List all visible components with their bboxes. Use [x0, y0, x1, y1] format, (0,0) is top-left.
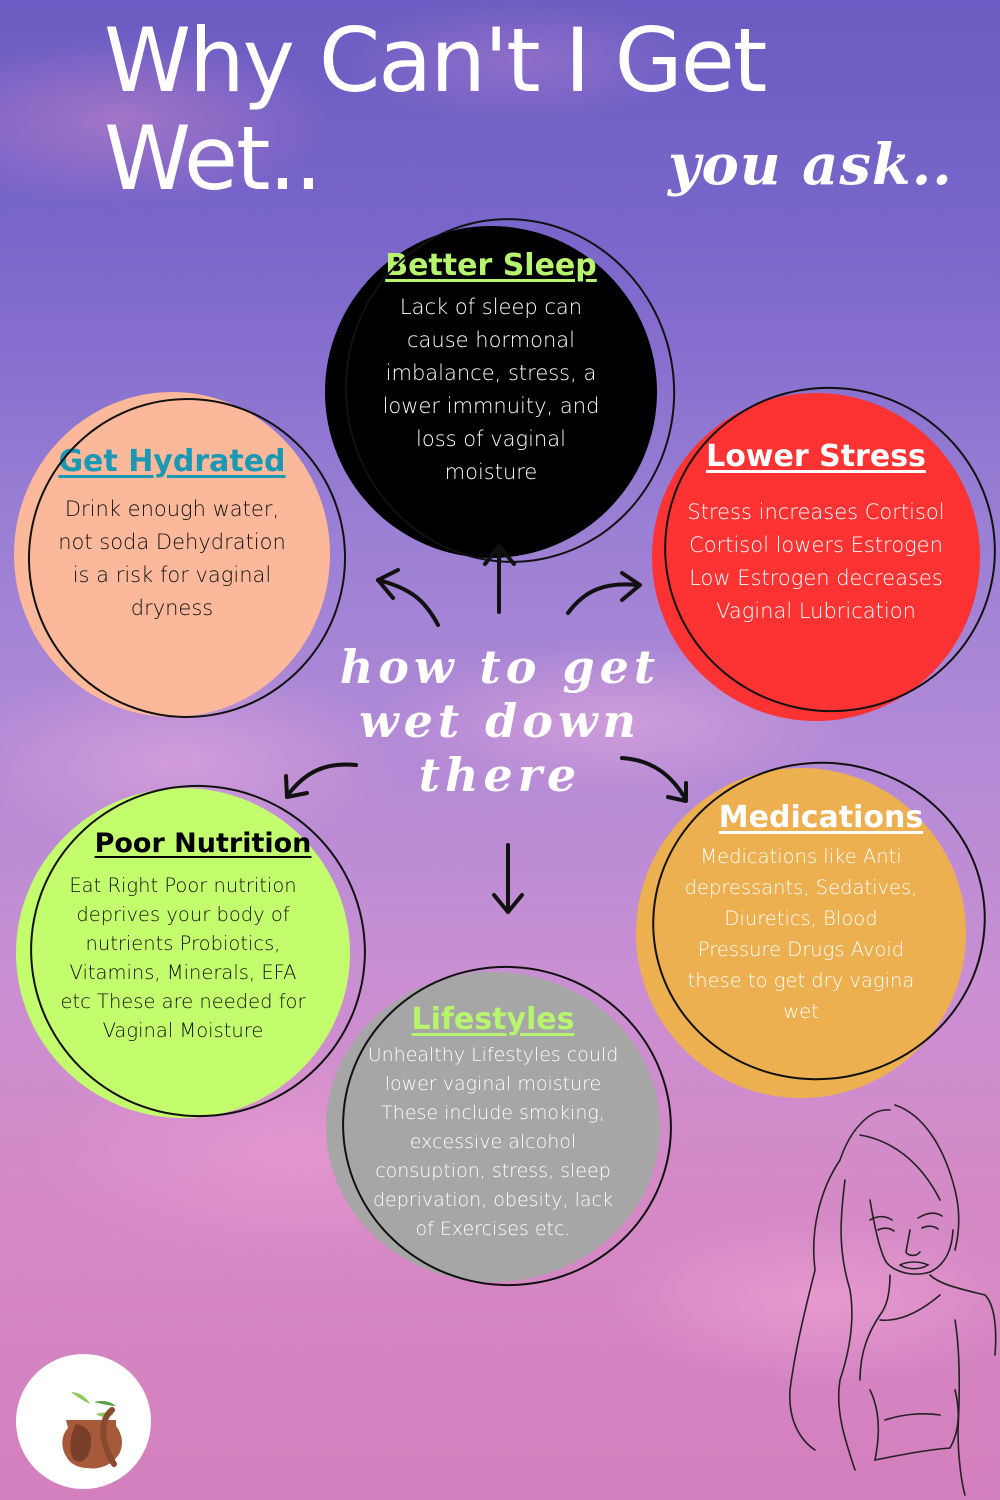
card-title: Medications [718, 800, 924, 835]
curved-arrow-downleft-icon [284, 762, 358, 799]
curved-arrow-downright-icon [620, 756, 688, 803]
card-title: Poor Nutrition [94, 828, 312, 859]
curved-arrow-upright-icon [566, 571, 642, 615]
card-title: Lower Stress [706, 439, 926, 474]
card-body: Eat Right Poor nutrition deprives your b… [60, 874, 306, 1042]
woman-line-art-icon [789, 1104, 997, 1496]
card-title: Lifestyles [411, 1002, 575, 1037]
card-body: Stress increases Cortisol Cortisol lower… [687, 500, 945, 623]
brand-logo [16, 1354, 151, 1489]
card-better-sleep: Better Sleep Lack of sleep can cause hor… [325, 226, 657, 558]
card-body: Lack of sleep can cause hormonal imbalan… [382, 295, 600, 484]
subtitle: you ask.. [668, 132, 953, 198]
card-body: Unhealthy Lifestyles could lower vaginal… [367, 1044, 619, 1240]
card-lower-stress: Lower Stress Stress increases Cortisol C… [652, 393, 980, 721]
arrow-up-icon [483, 544, 516, 614]
title-line-2: Wet.. [104, 107, 322, 210]
card-title: Get Hydrated [58, 444, 286, 479]
curved-arrow-upleft-icon [376, 568, 440, 627]
card-poor-nutrition: Poor Nutrition Eat Right Poor nutrition … [16, 788, 350, 1118]
page-title: Why Can't I Get Wet.. [104, 9, 767, 210]
mortar-pestle-herbs-logo-icon [62, 1392, 122, 1469]
title-line-1: Why Can't I Get [104, 9, 767, 112]
center-heading: how to get wet down there [339, 640, 661, 802]
card-get-hydrated: Get Hydrated Drink enough water, not sod… [14, 392, 330, 717]
card-title: Better Sleep [385, 248, 597, 283]
card-body: Drink enough water, not soda Dehydration… [58, 497, 286, 620]
card-lifestyles: Lifestyles Unhealthy Lifestyles could lo… [326, 972, 660, 1282]
card-medications: Medications Medications like Anti depres… [636, 768, 966, 1098]
arrow-down-icon [492, 843, 524, 914]
card-body: Medications like Anti depressants, Sedat… [684, 845, 918, 1023]
